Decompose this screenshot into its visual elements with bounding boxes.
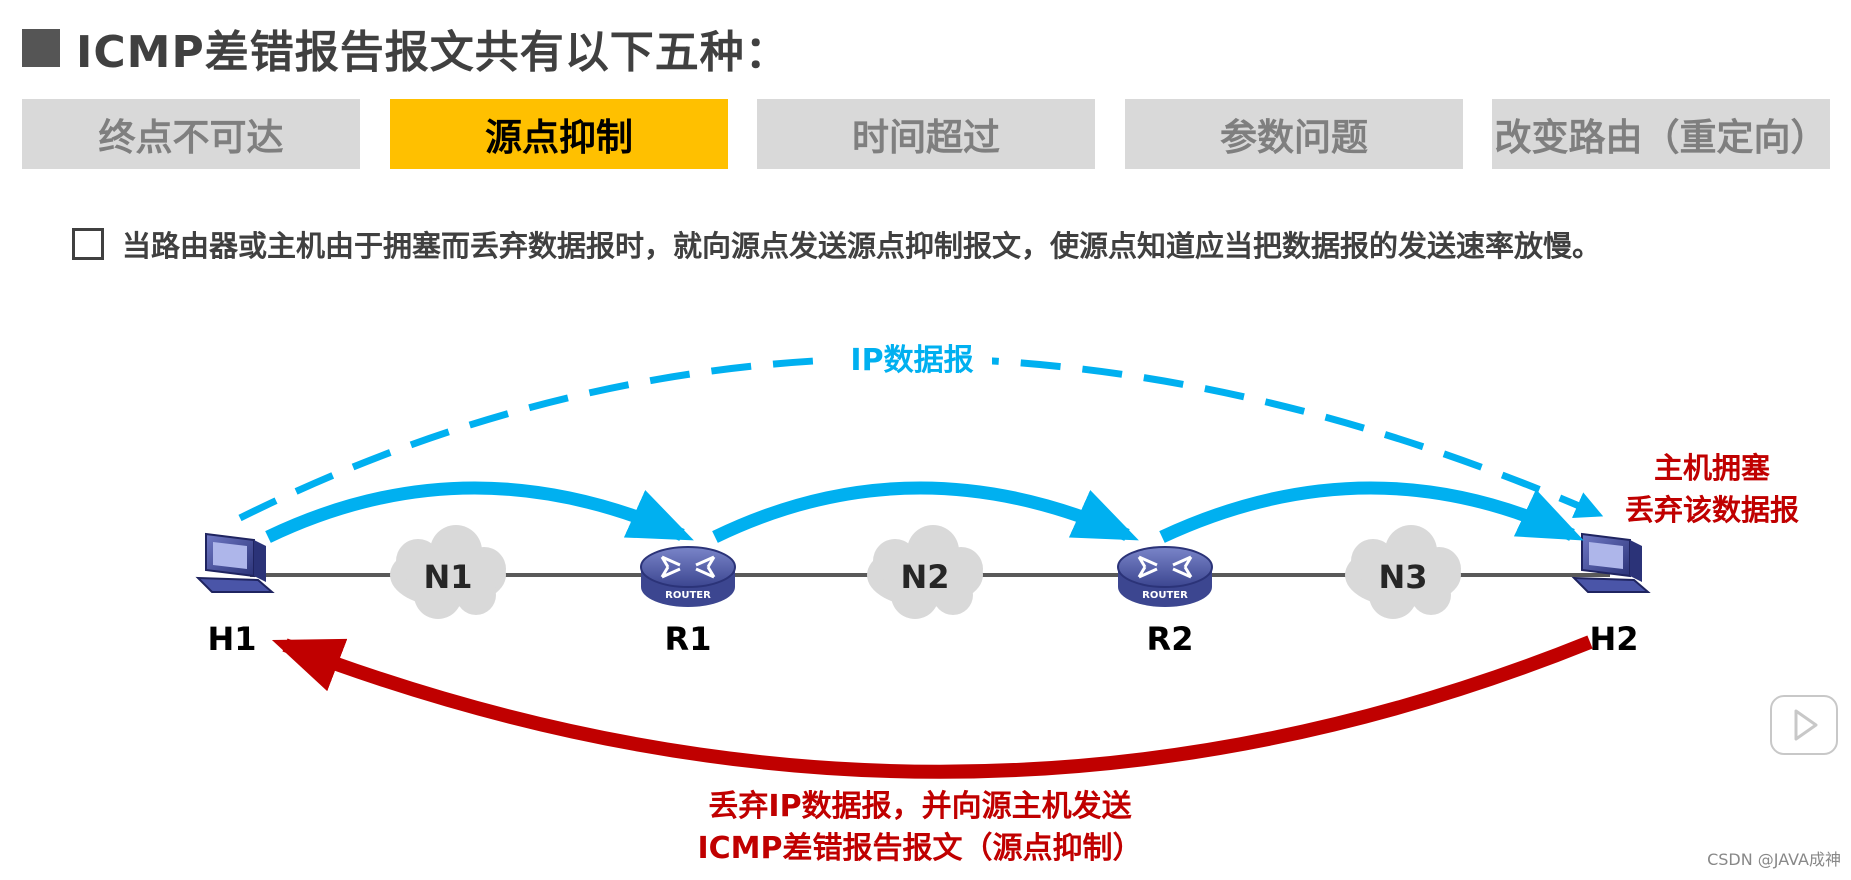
network-label-n3: N3: [1378, 558, 1427, 596]
tab-label: 源点抑制: [485, 116, 633, 159]
computer-icon: [1571, 532, 1651, 593]
network-label-n1: N1: [423, 558, 472, 596]
tab-label: 参数问题: [1220, 116, 1368, 159]
error-report-label-line1: 丢弃IP数据报，并向源主机发送: [708, 789, 1131, 824]
watermark: CSDN @JAVA成神: [1707, 850, 1841, 869]
router-caption: ROUTER: [1142, 590, 1188, 601]
checkbox-icon: [72, 228, 104, 260]
cloud-icon: [1345, 525, 1461, 619]
tab-redirect[interactable]: 改变路由（重定向）: [1492, 99, 1830, 169]
title-row: ICMP差错报告报文共有以下五种：: [22, 20, 790, 78]
node-label-r2: R2: [1147, 620, 1194, 658]
node-label-r1: R1: [665, 620, 712, 658]
icmp-type-tabs: 终点不可达 源点抑制 时间超过 参数问题 改变路由（重定向）: [22, 99, 1830, 169]
computer-icon: [195, 532, 275, 593]
description-row: 当路由器或主机由于拥塞而丢弃数据报时，就向源点发送源点抑制报文，使源点知道应当把…: [72, 222, 1601, 266]
tab-source-quench[interactable]: 源点抑制: [390, 99, 728, 169]
host-drop-label: 丢弃该数据报: [1625, 493, 1799, 527]
cloud-icon: [390, 525, 506, 619]
tab-label: 改变路由（重定向）: [1494, 116, 1828, 159]
label-mask: [830, 335, 992, 381]
description-text: 当路由器或主机由于拥塞而丢弃数据报时，就向源点发送源点抑制报文，使源点知道应当把…: [122, 229, 1602, 263]
tab-destination-unreachable[interactable]: 终点不可达: [22, 99, 360, 169]
host-congestion-label: 主机拥塞: [1654, 451, 1770, 485]
router-icon: ROUTER: [640, 546, 736, 607]
tab-label: 终点不可达: [98, 116, 284, 159]
tab-parameter-problem[interactable]: 参数问题: [1125, 99, 1463, 169]
node-label-h1: H1: [207, 620, 256, 658]
router-icon: ROUTER: [1117, 546, 1213, 607]
error-report-arrow: [271, 635, 1593, 779]
title-bullet-icon: [22, 29, 60, 67]
tab-label: 时间超过: [852, 116, 1000, 159]
play-icon: [1794, 709, 1818, 741]
hop-arrow-r2-h2: [1159, 481, 1584, 543]
play-button[interactable]: [1770, 695, 1838, 755]
router-caption: ROUTER: [665, 590, 711, 601]
hop-arrow-r1-r2: [712, 481, 1139, 543]
cloud-icon: [867, 525, 983, 619]
error-report-label-line2: ICMP差错报告报文（源点抑制）: [697, 831, 1142, 866]
hop-arrow-h1-r1: [265, 481, 694, 543]
tab-time-exceeded[interactable]: 时间超过: [757, 99, 1095, 169]
node-label-h2: H2: [1589, 620, 1638, 658]
ip-datagram-label: IP数据报: [850, 343, 973, 378]
network-label-n2: N2: [900, 558, 949, 596]
page-title: ICMP差错报告报文共有以下五种：: [76, 27, 790, 78]
